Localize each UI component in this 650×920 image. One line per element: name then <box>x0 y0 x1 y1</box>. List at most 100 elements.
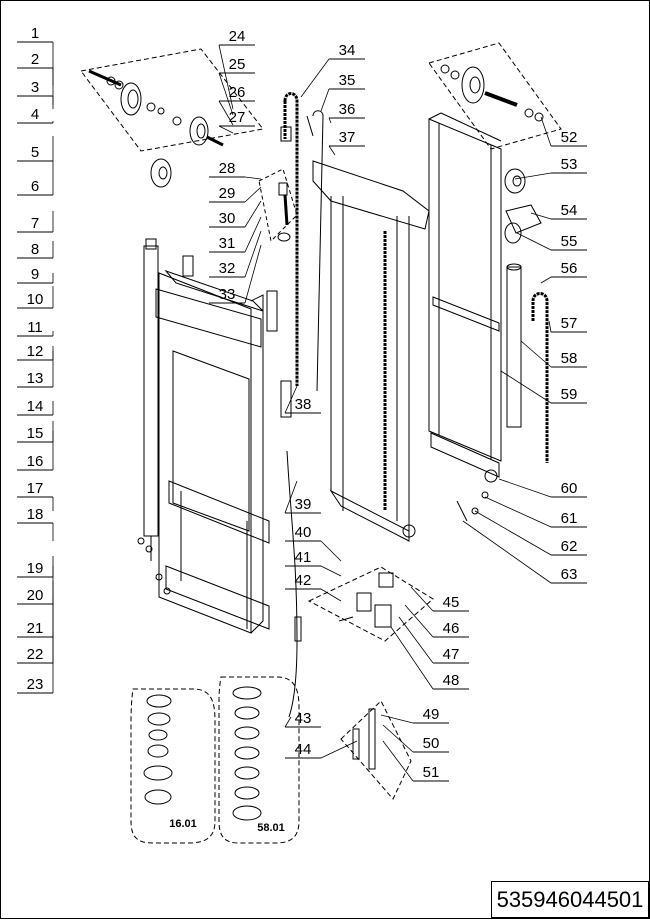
callout-layer: 1234567891011121314151617181920212223242… <box>17 25 587 782</box>
callout-46: 46 <box>404 604 469 638</box>
callout-49: 49 <box>380 706 449 724</box>
callout-number: 19 <box>27 560 44 577</box>
callout-9: 9 <box>17 266 54 284</box>
callout-number: 26 <box>229 84 246 101</box>
callout-number: 38 <box>295 396 312 413</box>
callout-number: 28 <box>219 160 236 177</box>
callout-number: 41 <box>295 549 312 566</box>
callout-leader <box>540 116 552 147</box>
callout-number: 14 <box>27 398 44 415</box>
top-pulley-assembly-left <box>80 48 264 188</box>
callout-30: 30 <box>209 200 262 228</box>
callout-60: 60 <box>498 478 587 498</box>
callout-28: 28 <box>209 160 262 180</box>
chain-right <box>531 292 549 463</box>
callout-54: 54 <box>530 202 587 220</box>
callout-33: 33 <box>209 244 262 304</box>
callout-32: 32 <box>209 230 262 278</box>
callout-57: 57 <box>548 315 587 333</box>
callout-35: 35 <box>320 72 365 112</box>
callout-31: 31 <box>209 216 262 253</box>
callout-number: 44 <box>295 741 312 758</box>
callout-leader <box>218 44 234 110</box>
callout-36: 36 <box>328 101 365 124</box>
callout-25: 25 <box>218 56 255 116</box>
callout-23: 23 <box>17 631 54 694</box>
callout-20: 20 <box>17 566 54 605</box>
callout-leader <box>474 510 552 556</box>
callout-number: 27 <box>229 109 246 126</box>
callout-17: 17 <box>17 480 54 511</box>
callout-number: 57 <box>561 315 578 332</box>
callout-leader <box>540 276 552 284</box>
callout-leader <box>284 385 298 414</box>
callout-number: 3 <box>31 79 39 96</box>
bracket-assembly <box>340 700 412 800</box>
callout-leader <box>520 340 552 368</box>
callout-leader <box>398 616 434 664</box>
seal-kit-label: 16.01 <box>169 818 197 830</box>
callout-leader <box>328 145 336 156</box>
callout-number: 47 <box>443 646 460 663</box>
callout-leader <box>390 626 434 690</box>
callout-number: 4 <box>31 106 39 123</box>
callout-leader <box>498 478 552 498</box>
callout-leader <box>320 740 358 759</box>
callout-4: 4 <box>17 106 54 124</box>
callout-leader <box>320 540 342 562</box>
callout-number: 43 <box>295 710 312 727</box>
callout-24: 24 <box>218 28 255 110</box>
callout-leader <box>218 100 234 126</box>
callout-leader <box>410 586 434 612</box>
callout-leader <box>380 714 414 724</box>
callout-number: 49 <box>423 706 440 723</box>
callout-leader <box>244 244 262 304</box>
callout-number: 22 <box>27 646 44 663</box>
detail-group-28-33 <box>258 168 298 243</box>
callout-number: 37 <box>339 129 356 146</box>
callout-number: 21 <box>27 620 44 637</box>
callout-number: 18 <box>27 506 44 523</box>
callout-leader <box>244 200 262 228</box>
callout-12: 12 <box>17 343 54 361</box>
fasteners-61-63 <box>456 491 489 522</box>
callout-number: 34 <box>339 42 356 59</box>
callout-leader <box>516 232 552 251</box>
hose <box>306 110 324 392</box>
callout-38: 38 <box>284 385 321 414</box>
callout-leader <box>404 604 434 638</box>
callout-number: 2 <box>31 51 39 68</box>
callout-leader <box>300 58 330 98</box>
callout-number: 9 <box>31 266 39 283</box>
callout-number: 17 <box>27 480 44 497</box>
callout-10: 10 <box>17 286 54 309</box>
callout-number: 61 <box>561 510 578 527</box>
callout-22: 22 <box>17 596 54 664</box>
callout-3: 3 <box>17 79 54 109</box>
callout-18: 18 <box>17 506 54 541</box>
callout-leader <box>382 724 414 753</box>
callout-leader <box>218 72 234 116</box>
callout-number: 52 <box>561 129 578 146</box>
callout-8: 8 <box>17 241 54 259</box>
callout-leader <box>484 496 552 528</box>
callout-15: 15 <box>17 421 54 443</box>
callout-13: 13 <box>17 351 54 388</box>
callout-number: 25 <box>229 56 246 73</box>
callout-number: 24 <box>229 28 246 45</box>
callout-62: 62 <box>474 510 587 556</box>
callout-number: 42 <box>295 572 312 589</box>
callout-number: 20 <box>27 587 44 604</box>
callout-34: 34 <box>300 42 365 98</box>
callout-number: 6 <box>31 178 39 195</box>
callout-63: 63 <box>462 520 587 584</box>
callout-16: 16 <box>17 431 54 471</box>
callout-39: 39 <box>284 480 321 514</box>
document-number: 535946044501 <box>491 881 649 918</box>
callout-number: 45 <box>443 594 460 611</box>
callout-number: 31 <box>219 235 236 252</box>
callout-number: 35 <box>339 72 356 89</box>
callout-number: 54 <box>561 202 578 219</box>
